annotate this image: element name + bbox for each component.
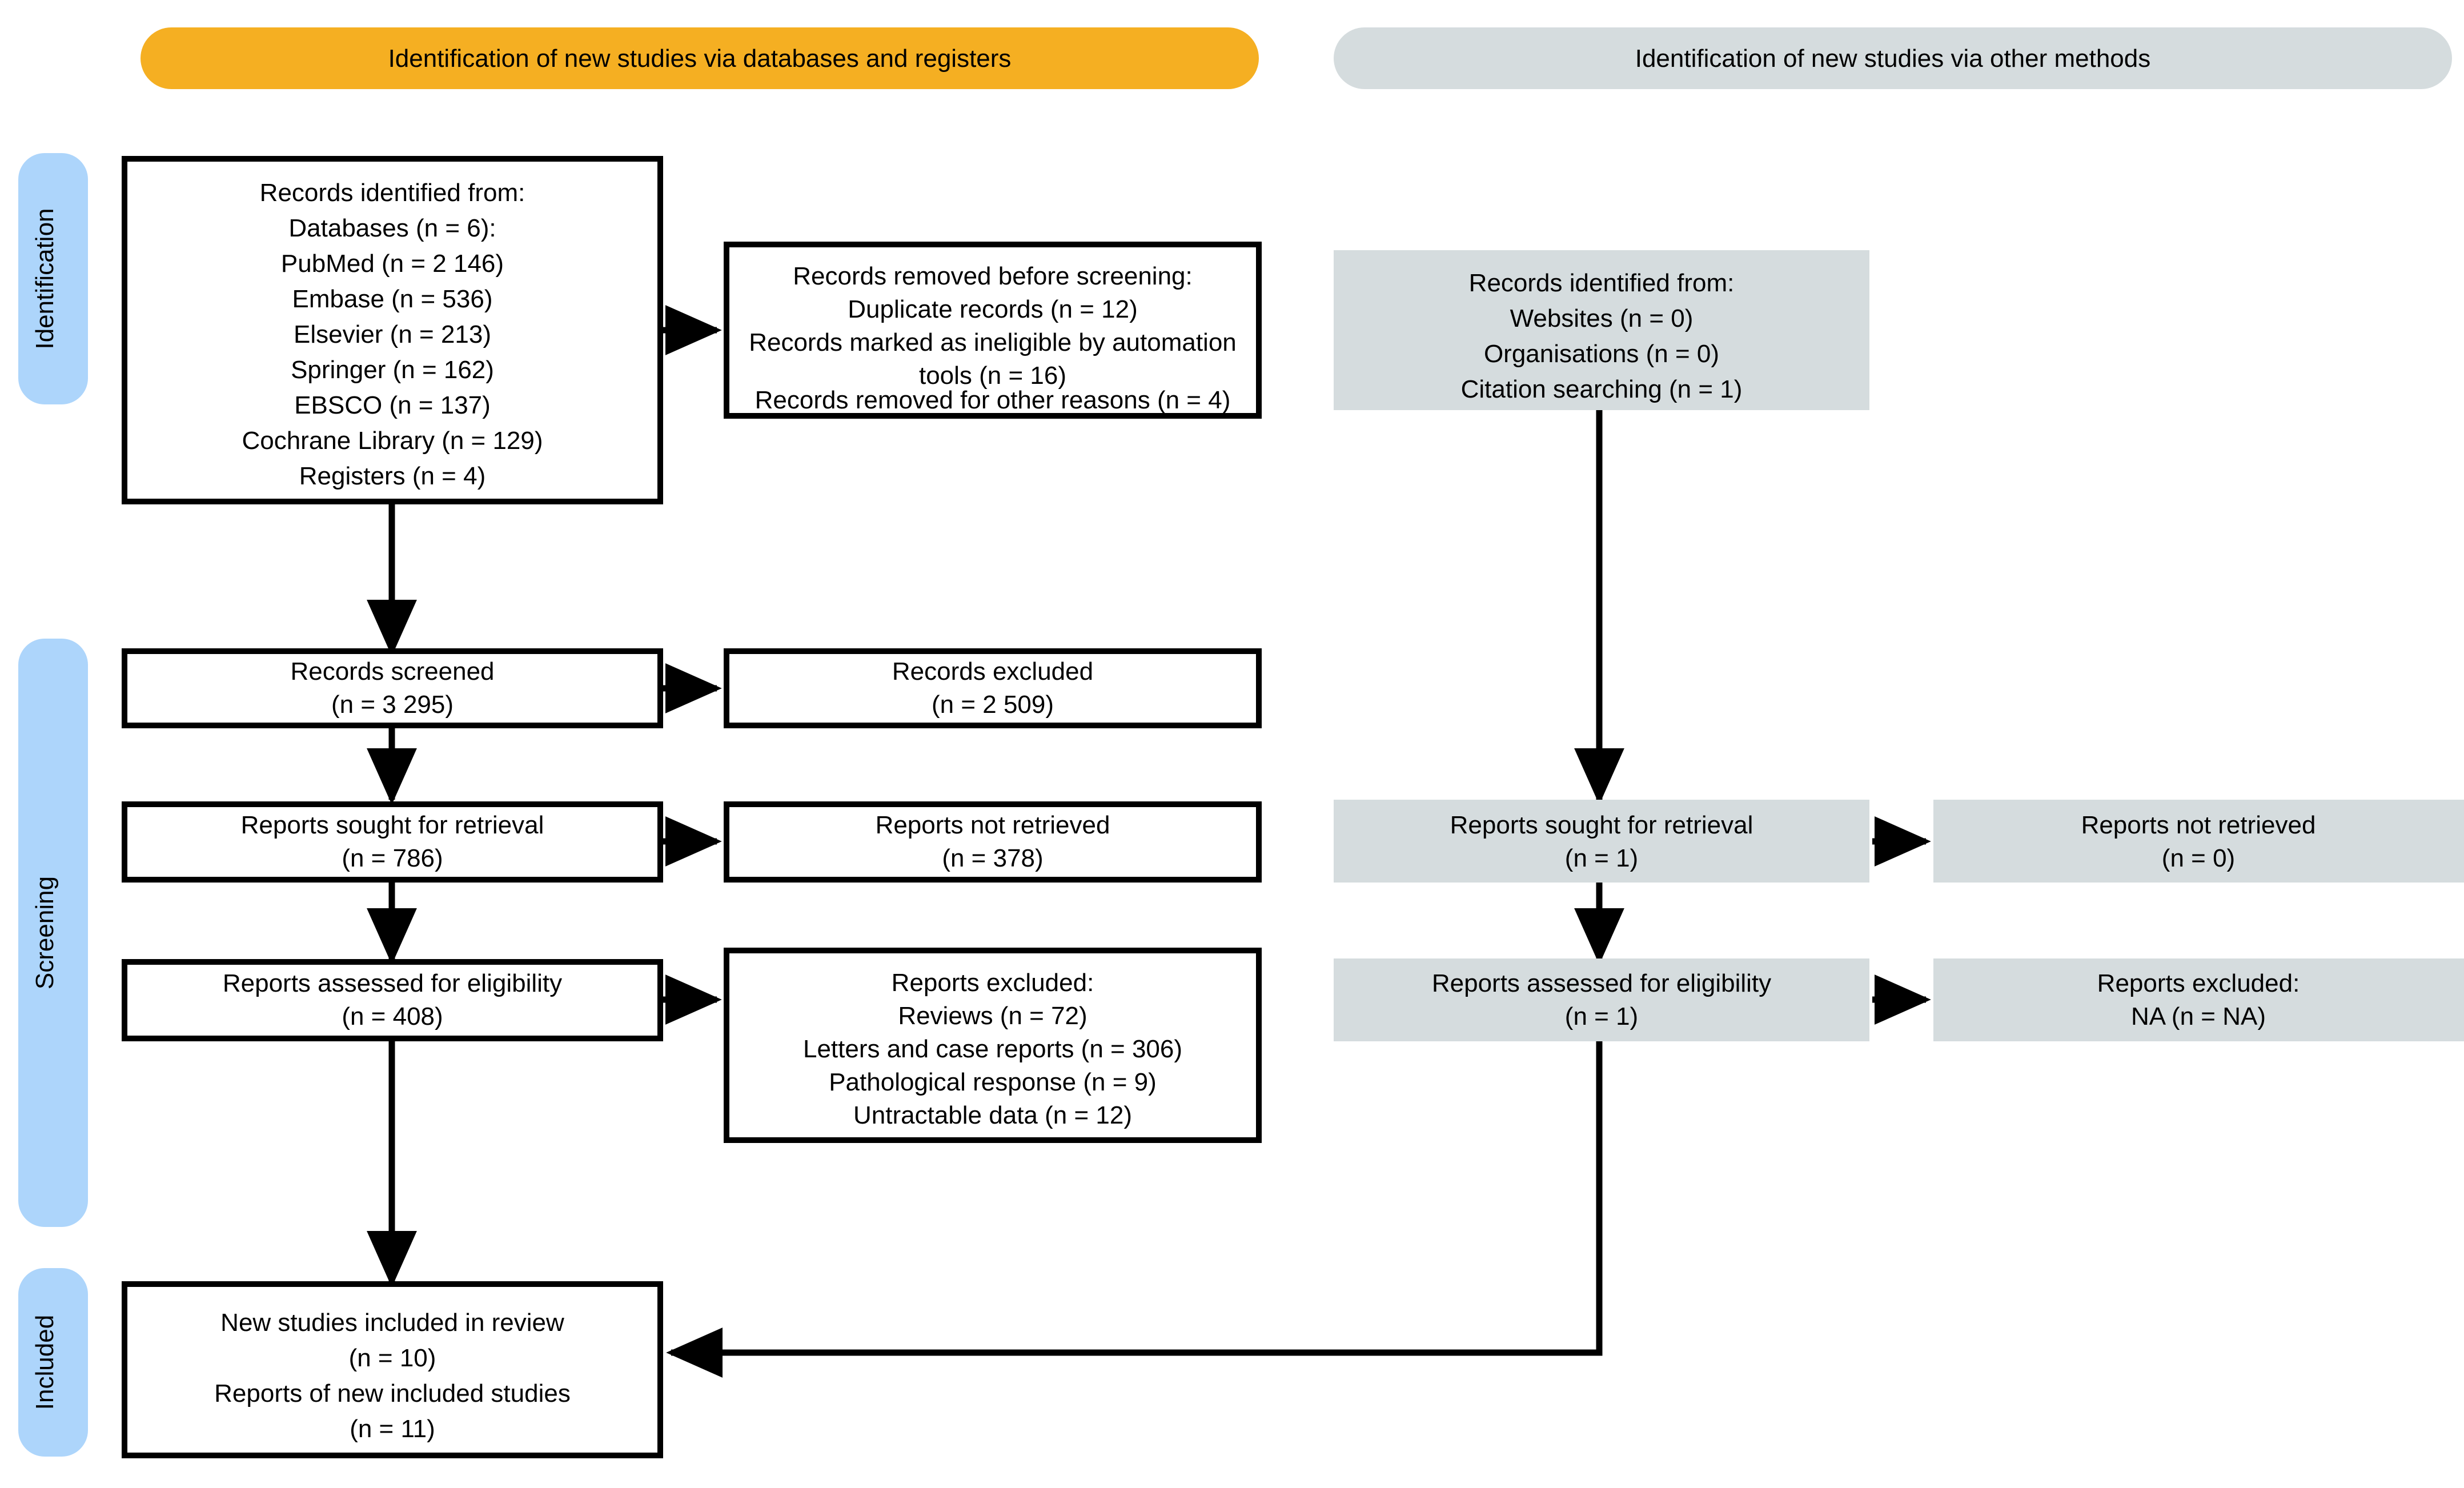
box-line: (n = 2 509): [932, 691, 1054, 719]
box-line: Records removed before screening:: [793, 262, 1192, 290]
box-line: Cochrane Library (n = 129): [242, 427, 543, 455]
box-line: EBSCO (n = 137): [294, 391, 491, 419]
box-reports-sought-for-retrieval: Reports sought for retrieval (n = 786): [122, 801, 663, 883]
box-line: Reports assessed for eligibility: [223, 969, 562, 997]
box-line: Reports not retrieved: [876, 811, 1110, 839]
box-line: Reports of new included studies: [214, 1379, 571, 1407]
box-line: (n = 786): [342, 844, 443, 872]
box-line: Embase (n = 536): [292, 285, 493, 313]
box-line: Records screened: [290, 657, 494, 685]
header-banner-databases: Identification of new studies via databa…: [141, 27, 1259, 89]
box-records-removed-before-screening: Records removed before screening: Duplic…: [724, 242, 1262, 419]
header-databases-label: Identification of new studies via databa…: [388, 45, 1012, 73]
box-line: (n = 1): [1565, 844, 1638, 872]
box-reports-not-retrieved: Reports not retrieved (n = 378): [724, 801, 1262, 883]
box-line: Reviews (n = 72): [898, 1002, 1087, 1030]
box-line: Elsevier (n = 213): [294, 320, 491, 348]
box-line: Reports not retrieved: [2081, 811, 2316, 839]
box-line: Records excluded: [892, 657, 1093, 685]
box-line: Reports sought for retrieval: [1450, 811, 1753, 839]
box-reports-assessed-for-eligibility: Reports assessed for eligibility (n = 40…: [122, 959, 663, 1041]
box-line: Reports assessed for eligibility: [1432, 969, 1771, 997]
box-records-screened: Records screened (n = 3 295): [122, 648, 663, 728]
box-other-reports-excluded: Reports excluded: NA (n = NA): [1933, 958, 2464, 1041]
box-line: (n = 1): [1565, 1002, 1638, 1030]
box-line: Untractable data (n = 12): [853, 1101, 1132, 1129]
box-new-studies-included: New studies included in review (n = 10) …: [122, 1281, 663, 1458]
box-reports-excluded: Reports excluded: Reviews (n = 72) Lette…: [724, 948, 1262, 1143]
box-line: (n = 0): [2162, 844, 2235, 872]
stage-tab-screening: Screening: [18, 639, 88, 1227]
box-line: New studies included in review: [220, 1309, 564, 1337]
box-line: Duplicate records (n = 12): [848, 295, 1137, 323]
box-line: Records identified from:: [1469, 269, 1735, 297]
stage-tab-screening-label: Screening: [31, 876, 59, 989]
stage-tab-included: Included: [18, 1268, 88, 1457]
box-other-reports-not-retrieved: Reports not retrieved (n = 0): [1933, 800, 2464, 883]
arrow-other-assessed-to-included: [666, 1041, 1603, 1378]
box-line: Reports excluded:: [2097, 969, 2300, 997]
box-line: (n = 378): [942, 844, 1043, 872]
box-other-reports-sought-for-retrieval: Reports sought for retrieval (n = 1): [1334, 800, 1869, 883]
box-line: (n = 408): [342, 1002, 443, 1030]
box-line: (n = 11): [350, 1415, 435, 1443]
box-line: Websites (n = 0): [1510, 304, 1694, 332]
header-other-methods-label: Identification of new studies via other …: [1635, 45, 2151, 73]
box-line: (n = 3 295): [331, 691, 454, 719]
box-line: Records identified from:: [260, 179, 525, 207]
stage-tab-identification-label: Identification: [31, 208, 59, 349]
box-line: Records removed for other reasons (n = 4…: [755, 386, 1231, 414]
box-line: PubMed (n = 2 146): [281, 250, 504, 278]
box-line: Organisations (n = 0): [1484, 340, 1719, 368]
box-line: tools (n = 16): [919, 362, 1066, 390]
box-records-identified-databases: Records identified from: Databases (n = …: [122, 156, 663, 504]
box-records-excluded: Records excluded (n = 2 509): [724, 648, 1262, 728]
stage-tab-included-label: Included: [31, 1315, 59, 1410]
box-other-records-identified: Records identified from: Websites (n = 0…: [1334, 250, 1869, 410]
box-line: Reports sought for retrieval: [241, 811, 544, 839]
box-line: Citation searching (n = 1): [1461, 375, 1743, 403]
box-line: Letters and case reports (n = 306): [803, 1035, 1182, 1063]
box-line: Pathological response (n = 9): [829, 1068, 1157, 1096]
box-line: Springer (n = 162): [291, 356, 494, 384]
box-line: NA (n = NA): [2131, 1002, 2266, 1030]
box-other-reports-assessed-for-eligibility: Reports assessed for eligibility (n = 1): [1334, 958, 1869, 1041]
header-banner-other-methods: Identification of new studies via other …: [1334, 27, 2452, 89]
stage-tab-identification: Identification: [18, 153, 88, 404]
box-line: Registers (n = 4): [299, 462, 485, 490]
box-line: Reports excluded:: [892, 969, 1094, 997]
box-line: (n = 10): [349, 1344, 436, 1372]
box-line: Records marked as ineligible by automati…: [749, 328, 1237, 356]
box-line: Databases (n = 6):: [288, 214, 496, 242]
